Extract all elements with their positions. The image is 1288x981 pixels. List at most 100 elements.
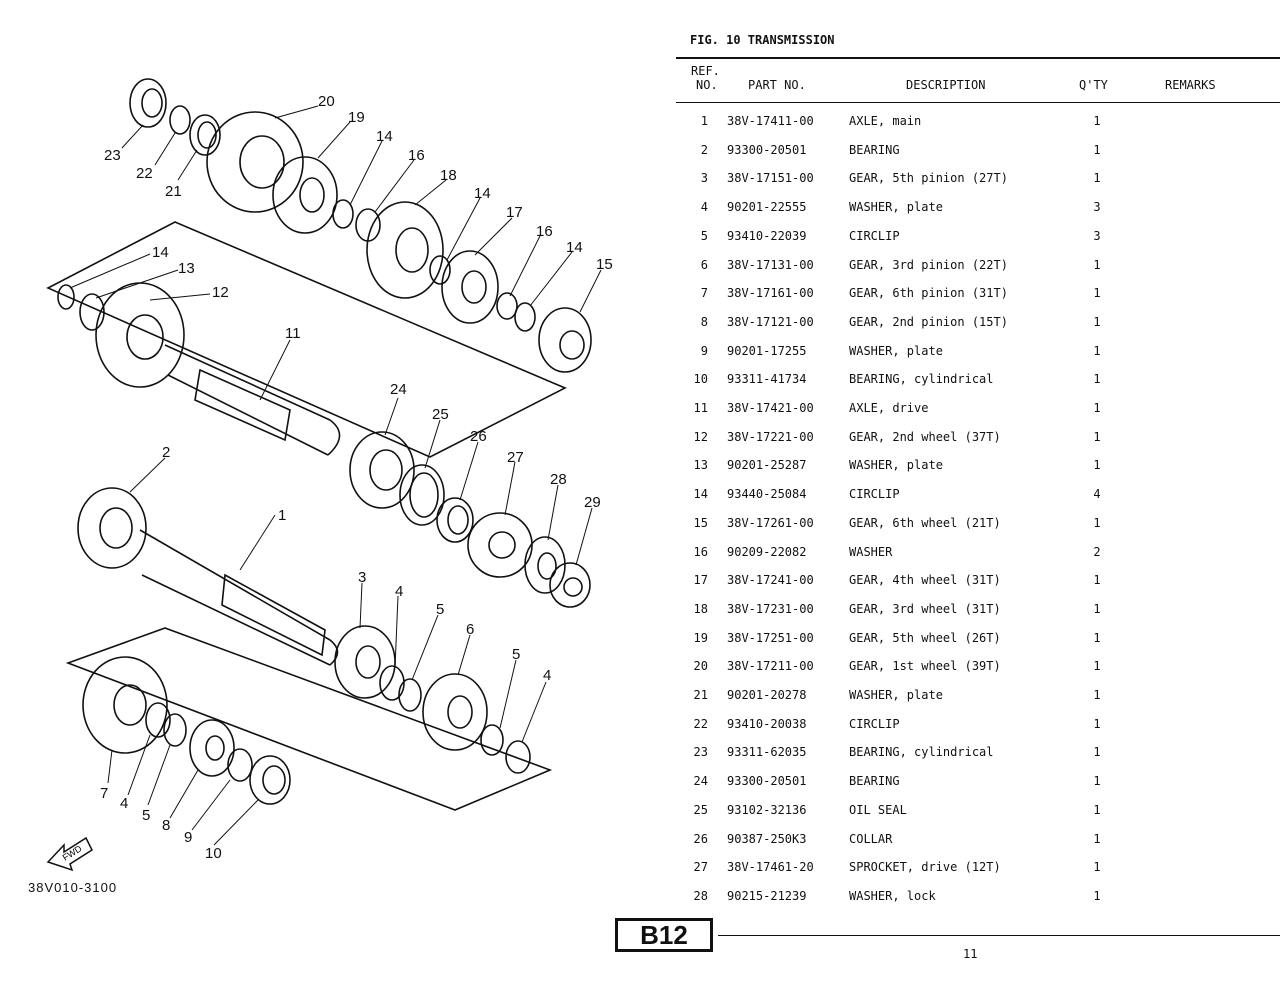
gear-20-shape: [206, 111, 304, 213]
part-no-cell: 93410-22039: [727, 228, 807, 243]
qty-cell: 1: [1093, 601, 1101, 616]
qty-cell: 1: [1093, 314, 1101, 329]
description-cell: GEAR, 2nd wheel (37T): [849, 429, 1001, 444]
callout-25: 25: [432, 406, 449, 423]
qty-cell: 1: [1093, 515, 1101, 530]
main-axle-1-shape: [139, 529, 339, 666]
qty-cell: 3: [1093, 228, 1101, 243]
qty-cell: 1: [1093, 831, 1101, 846]
table-header-rule: [676, 102, 1280, 103]
qty-cell: 1: [1093, 114, 1101, 128]
part-no-cell: 38V-17231-00: [727, 601, 814, 616]
washer-13-shape: [79, 293, 105, 331]
description-cell: WASHER, plate: [849, 688, 943, 702]
callout-17: 17: [506, 204, 523, 221]
ref-no-cell: 7: [700, 286, 708, 301]
part-no-cell: 38V-17421-00: [727, 401, 814, 415]
qty-cell: 1: [1093, 888, 1101, 903]
circlip-14d-shape: [57, 284, 75, 310]
ref-no-cell: 27: [693, 860, 708, 875]
bearing-10-shape: [249, 755, 291, 805]
ref-no-cell: 26: [693, 831, 708, 846]
callout-5a: 5: [436, 601, 444, 618]
part-no-cell: 93440-25084: [727, 487, 807, 502]
ref-no-cell: 14: [693, 487, 708, 502]
ref-no-cell: 4: [700, 200, 708, 215]
ref-no-cell: 15: [693, 515, 708, 530]
header-remarks: REMARKS: [1165, 78, 1216, 92]
callout-28: 28: [550, 471, 567, 488]
part-no-cell: 93410-20038: [727, 716, 807, 731]
washer-16b-shape: [496, 292, 518, 320]
callout-29: 29: [584, 494, 601, 511]
callout-22: 22: [136, 165, 153, 182]
qty-cell: 1: [1093, 659, 1101, 674]
washer-4a-shape: [379, 665, 405, 701]
gear-17-shape: [441, 250, 499, 324]
ref-no-cell: 12: [693, 429, 708, 444]
qty-cell: 3: [1093, 200, 1101, 215]
part-no-cell: 38V-17121-00: [727, 314, 814, 329]
part-no-cell: 93311-41734: [727, 372, 807, 387]
description-cell: GEAR, 4th wheel (31T): [849, 573, 1001, 588]
oil-seal-25-shape: [399, 464, 445, 526]
callout-4a: 4: [395, 583, 403, 600]
table-top-rule: [676, 57, 1280, 59]
callout-20: 20: [318, 93, 335, 110]
washer-21-shape: [189, 114, 221, 156]
drive-axle-11-shape: [164, 344, 341, 456]
description-cell: WASHER, plate: [849, 343, 943, 358]
qty-cell: 1: [1093, 458, 1101, 473]
callout-11: 11: [285, 325, 301, 342]
part-no-cell: 38V-17461-20: [727, 860, 814, 875]
callout-4c: 4: [120, 795, 128, 812]
callout-21: 21: [165, 183, 182, 200]
callout-24: 24: [390, 381, 407, 398]
callout-16a: 16: [408, 147, 425, 164]
part-no-cell: 93102-32136: [727, 802, 807, 817]
ref-no-cell: 16: [693, 544, 708, 559]
circlip-14b-shape: [429, 255, 451, 285]
part-no-cell: 93311-62035: [727, 745, 807, 760]
header-ref-line2: NO.: [696, 78, 718, 92]
qty-cell: 1: [1093, 257, 1101, 272]
description-cell: COLLAR: [849, 831, 893, 846]
callout-12: 12: [212, 284, 229, 301]
callout-26: 26: [470, 428, 487, 445]
ref-no-cell: 2: [700, 142, 708, 157]
part-no-cell: 90201-25287: [727, 458, 807, 473]
bearing-2-shape: [77, 487, 147, 569]
part-no-cell: 90215-21239: [727, 888, 807, 903]
gear-6-shape: [422, 673, 488, 751]
callout-5c: 5: [142, 807, 150, 824]
footer-rule: [718, 935, 1280, 936]
ref-no-cell: 5: [700, 228, 708, 243]
qty-cell: 1: [1093, 401, 1101, 415]
qty-cell: 1: [1093, 372, 1101, 387]
part-no-cell: 90201-20278: [727, 688, 807, 702]
qty-cell: 1: [1093, 860, 1101, 875]
header-qty: Q'TY: [1079, 78, 1108, 92]
qty-cell: 1: [1093, 573, 1101, 588]
ref-no-cell: 1: [700, 114, 708, 128]
qty-cell: 1: [1093, 745, 1101, 760]
qty-cell: 1: [1093, 429, 1101, 444]
description-cell: AXLE, drive: [849, 401, 929, 415]
circlip-14c-shape: [514, 302, 536, 332]
header-description: DESCRIPTION: [906, 78, 986, 92]
washer-9-shape: [227, 748, 253, 782]
description-cell: WASHER, lock: [849, 888, 936, 903]
callout-4b: 4: [543, 667, 551, 684]
